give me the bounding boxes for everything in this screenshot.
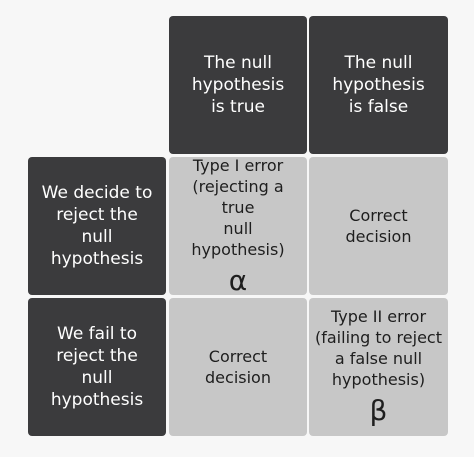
header-null-true: The null hypothesis is true [169, 16, 307, 154]
type2-error-label: Type II error (failing to reject a false… [315, 307, 442, 389]
type1-content: Type I error (rejecting a true null hypo… [175, 155, 301, 298]
fail-correct-label: Correct decision [205, 347, 271, 387]
cell-fail-correct: Correct decision [169, 298, 307, 436]
alpha-symbol: α [228, 263, 248, 297]
header-null-false-label: The null hypothesis is false [332, 53, 425, 117]
cell-reject-correct: Correct decision [309, 157, 448, 295]
beta-symbol: β [369, 394, 388, 427]
row-header-reject-label: We decide to reject the null hypothesis [41, 183, 153, 269]
row-header-fail-reject-label: We fail to reject the null hypothesis [50, 324, 144, 410]
type2-content: Type II error (failing to reject a false… [315, 306, 442, 428]
header-null-false: The null hypothesis is false [309, 16, 448, 154]
header-null-true-label: The null hypothesis is true [191, 53, 285, 117]
cell-type2-error: Type II error (failing to reject a false… [309, 298, 448, 436]
row-header-reject: We decide to reject the null hypothesis [28, 157, 166, 295]
type1-error-label: Type I error (rejecting a true null hypo… [191, 155, 285, 259]
reject-correct-label: Correct decision [345, 206, 412, 246]
cell-type1-error: Type I error (rejecting a true null hypo… [169, 155, 307, 298]
row-header-fail-reject: We fail to reject the null hypothesis [28, 298, 166, 436]
